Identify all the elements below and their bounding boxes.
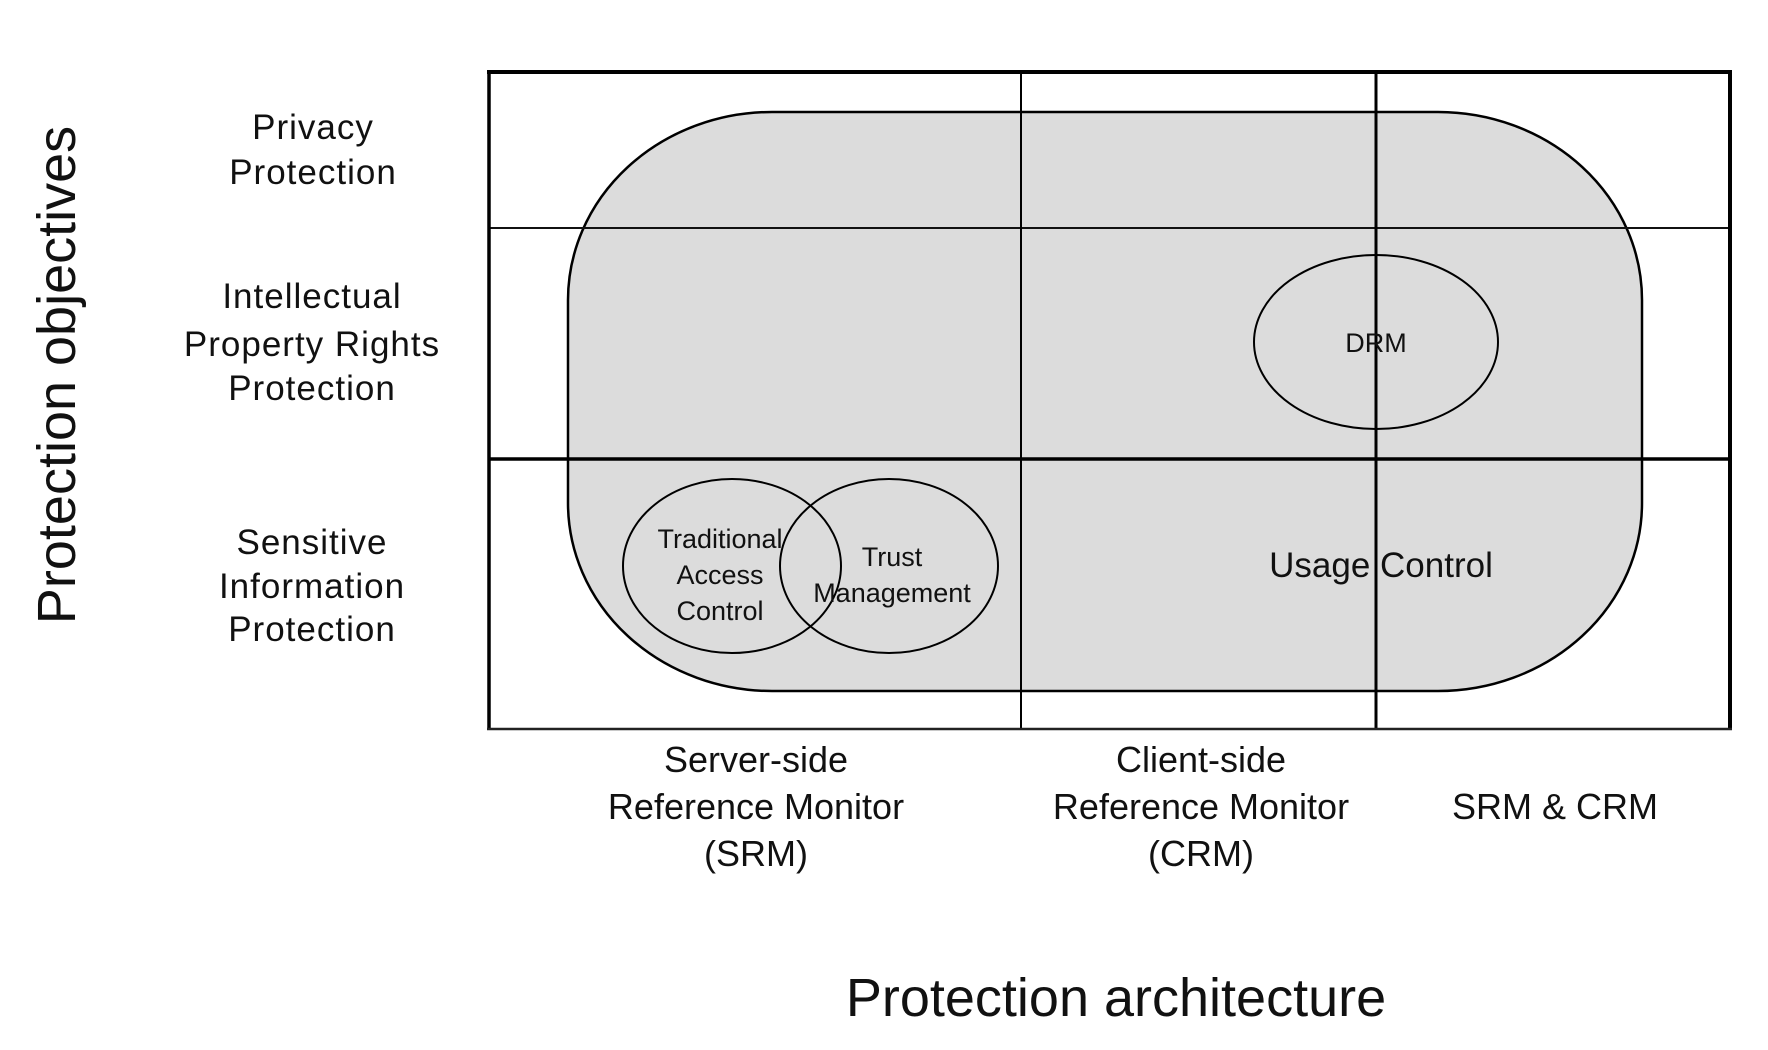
row-label-ipr-line-1: Intellectual <box>222 277 401 316</box>
traditional-access-control-label-line-3: Control <box>676 596 763 626</box>
drm-label: DRM <box>1345 328 1407 358</box>
trust-management-label-line-1: Trust <box>862 542 923 572</box>
usage-control-label: Usage Control <box>1269 546 1493 585</box>
row-label-ipr-line-2: Property Rights <box>184 325 440 364</box>
row-label-sensitive-line-2: Information <box>219 567 405 606</box>
traditional-access-control-label-line-1: Traditional <box>657 524 782 554</box>
col-label-srm-line-3: (SRM) <box>704 833 808 874</box>
drm-ellipse <box>1253 254 1499 430</box>
row-label-privacy-line-2: Protection <box>229 153 397 192</box>
col-label-crm-line-2: Reference Monitor <box>1053 786 1349 827</box>
col-label-crm-line-1: Client-side <box>1116 739 1286 780</box>
col-label-crm-line-3: (CRM) <box>1148 833 1254 874</box>
y-axis-title: Protection objectives <box>27 126 87 624</box>
row-label-sensitive-line-1: Sensitive <box>236 523 387 562</box>
trust-management-ellipse <box>779 478 999 654</box>
col-label-srm-crm: SRM & CRM <box>1452 786 1658 827</box>
col-label-srm-line-2: Reference Monitor <box>608 786 904 827</box>
row-label-privacy-line-1: Privacy <box>252 108 374 147</box>
usage-control-region <box>566 110 1644 693</box>
traditional-access-control-ellipse <box>622 478 842 654</box>
trust-management-label-line-2: Management <box>813 578 971 608</box>
col-label-srm-line-1: Server-side <box>664 739 848 780</box>
row-label-ipr-line-3: Protection <box>228 369 396 408</box>
x-axis-title: Protection architecture <box>846 968 1386 1028</box>
traditional-access-control-label-line-2: Access <box>676 560 763 590</box>
row-label-sensitive-line-3: Protection <box>228 610 396 649</box>
